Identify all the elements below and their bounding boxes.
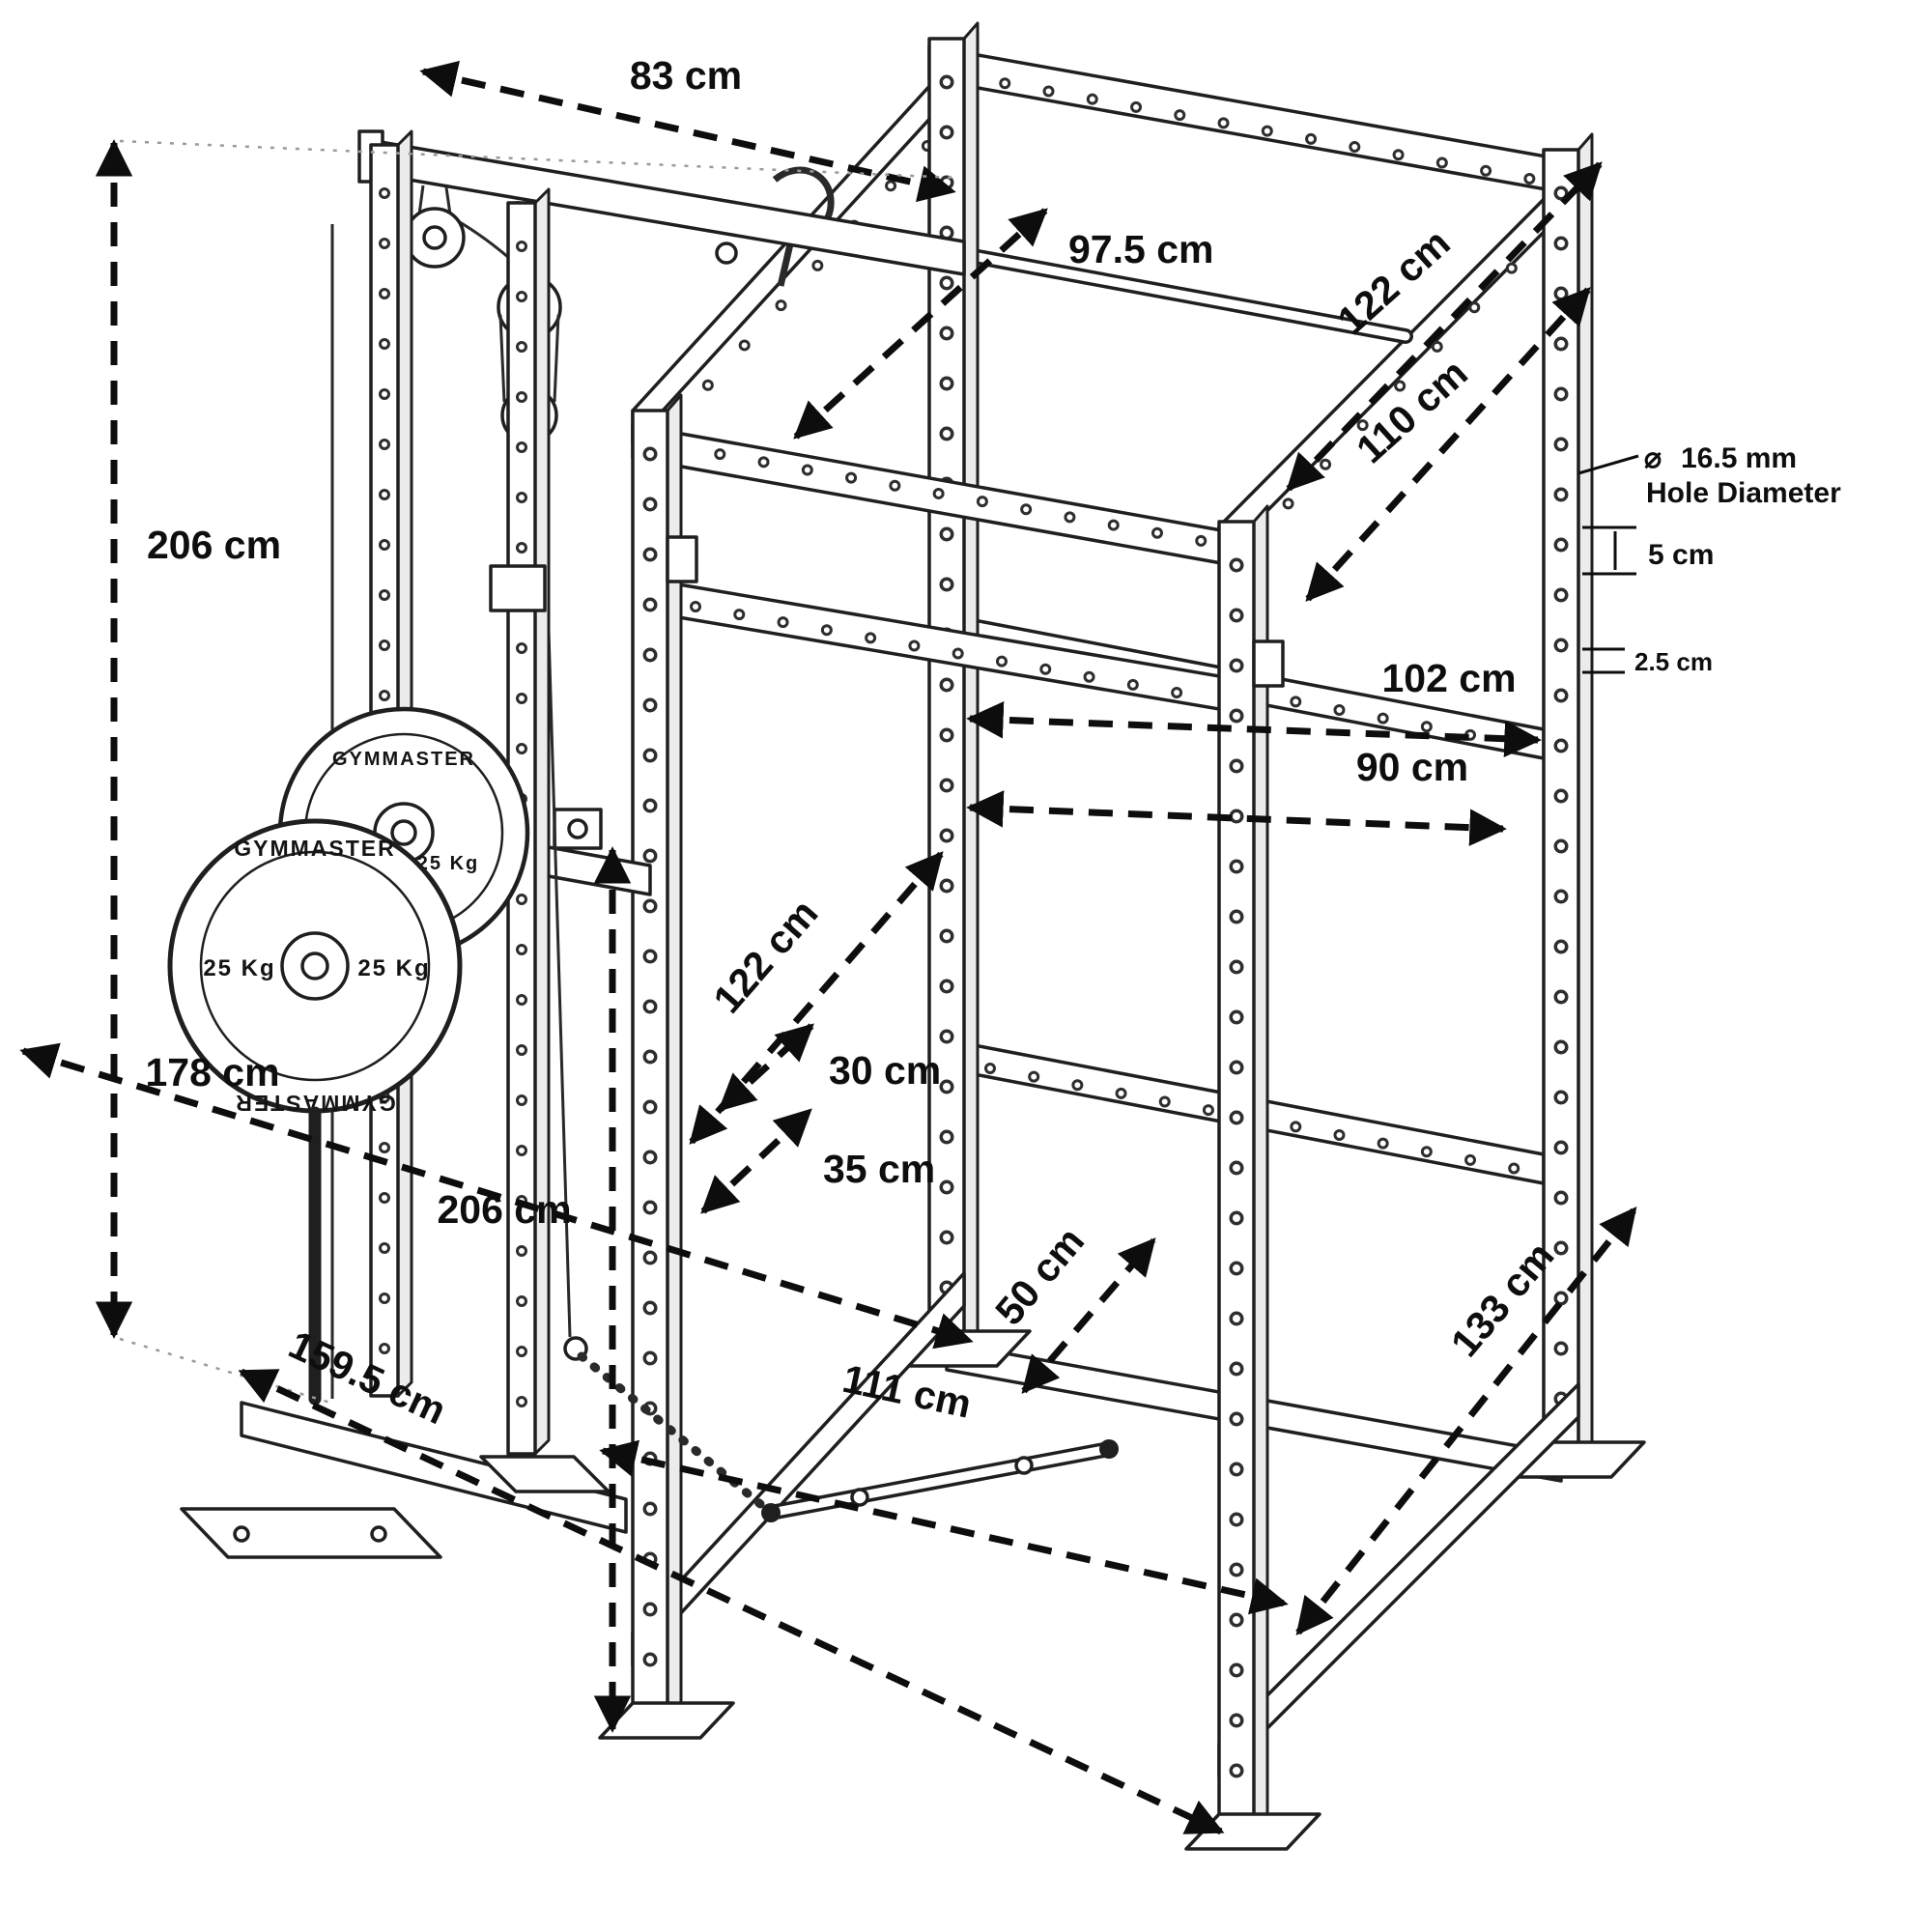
cable-bracket bbox=[489, 564, 547, 612]
dim-label-2-5cm: 2.5 cm bbox=[1634, 647, 1713, 676]
dimension-offset-30cm: 30 cm bbox=[718, 1023, 941, 1112]
rear-top-beam bbox=[927, 44, 1580, 197]
plate-brand-rear: GYMMASTER bbox=[332, 749, 475, 770]
dim-label-50cm: 50 cm bbox=[986, 1219, 1093, 1334]
dim-label-5cm: 5 cm bbox=[1648, 539, 1714, 571]
dimension-hole-pitch-2-5cm: 2.5 cm bbox=[1582, 647, 1713, 676]
dim-label-83cm: 83 cm bbox=[630, 53, 742, 98]
hole-diameter-symbol: ⌀ bbox=[1644, 442, 1662, 474]
dimension-total-depth-178cm: 178 cm bbox=[19, 1042, 974, 1350]
lat-pulley-tower: GYMMASTER 25 Kg GYMMASTER GYMMASTER 25 K… bbox=[167, 129, 1119, 1559]
dim-label-206cm-left: 206 cm bbox=[147, 523, 281, 567]
dimension-offset-35cm: 35 cm bbox=[700, 1108, 935, 1214]
hole-diameter-caption: Hole Diameter bbox=[1646, 477, 1841, 509]
annotation-hole-diameter: ⌀ 16.5 mm Hole Diameter bbox=[1577, 442, 1841, 509]
hole-diameter-value: 16.5 mm bbox=[1681, 442, 1797, 474]
dim-label-206cm-front: 206 cm bbox=[437, 1187, 571, 1232]
dimension-inner-width-90cm: 90 cm bbox=[966, 745, 1507, 846]
dimension-top-beam-83cm: 83 cm bbox=[419, 53, 956, 203]
plate-weight-front-left: 25 Kg bbox=[203, 955, 275, 981]
tower-base bbox=[180, 1401, 628, 1559]
plate-brand-front-top: GYMMASTER bbox=[234, 836, 396, 861]
dimension-height-left-206cm: 206 cm bbox=[95, 139, 957, 1405]
dim-label-102cm: 102 cm bbox=[1381, 656, 1516, 700]
j-cup-left bbox=[666, 535, 698, 583]
dim-label-122cm-mid: 122 cm bbox=[704, 891, 826, 1021]
dim-label-35cm: 35 cm bbox=[823, 1147, 935, 1191]
dim-label-178cm: 178 cm bbox=[145, 1050, 279, 1094]
dim-label-90cm: 90 cm bbox=[1356, 745, 1468, 789]
dim-label-30cm: 30 cm bbox=[829, 1048, 941, 1093]
j-cup-right bbox=[1252, 639, 1285, 688]
dim-label-97-5cm: 97.5 cm bbox=[1068, 227, 1213, 271]
plate-weight-front-right: 25 Kg bbox=[357, 955, 430, 981]
pulley-top bbox=[404, 185, 466, 269]
dim-label-159-5cm: 159.5 cm bbox=[282, 1321, 452, 1433]
dimension-hole-pitch-5cm: 5 cm bbox=[1582, 526, 1714, 576]
plate-weight-rear: 25 Kg bbox=[417, 853, 479, 874]
dimension-inner-width-102cm: 102 cm bbox=[966, 656, 1542, 757]
rack-structure bbox=[520, 21, 1646, 1851]
dimension-base-width-159-5cm: 159.5 cm bbox=[238, 1321, 1225, 1835]
dimension-top-front-97-5cm: 97.5 cm bbox=[793, 208, 1213, 440]
